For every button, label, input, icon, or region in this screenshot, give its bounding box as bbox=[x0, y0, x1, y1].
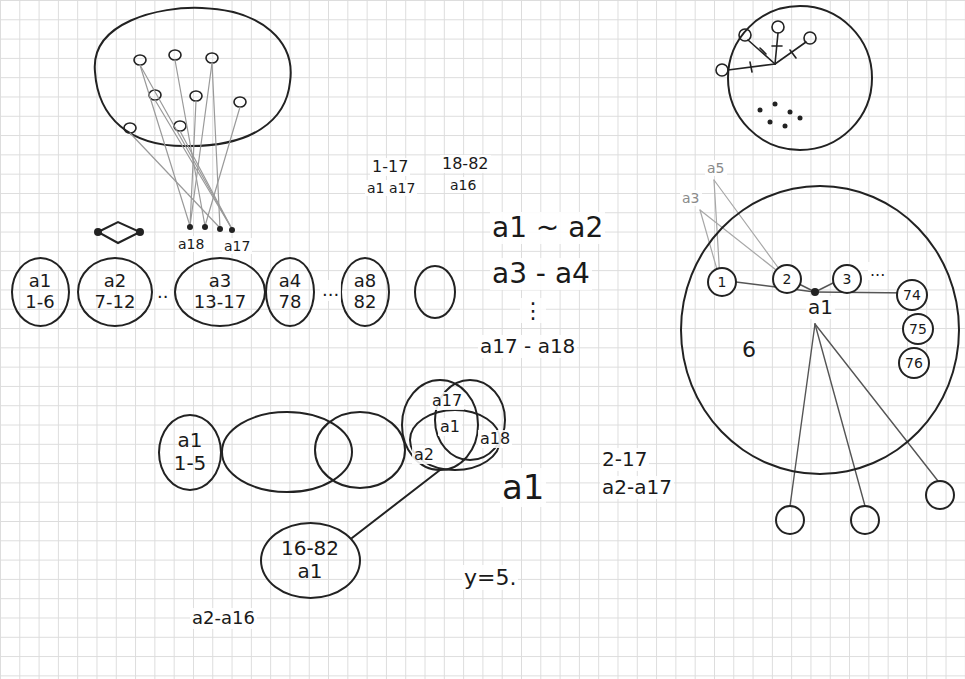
node-text: 82 bbox=[354, 292, 377, 313]
chain-ellipse bbox=[415, 266, 455, 318]
vertex-label: a18 bbox=[478, 430, 512, 448]
node-text: 2 bbox=[783, 271, 792, 287]
vertex-label: a17 bbox=[222, 238, 252, 254]
node-text: 6 bbox=[742, 337, 756, 362]
vertex-dot bbox=[812, 289, 818, 295]
part-ellipse: a313-17 bbox=[174, 257, 266, 327]
faint-label: a3 bbox=[680, 190, 702, 206]
vertex-label: a17 bbox=[430, 392, 464, 410]
joining-stroke bbox=[352, 470, 440, 538]
part-ellipse: a27-12 bbox=[77, 257, 153, 327]
vertex-note: a16 bbox=[448, 177, 478, 193]
vertex-dots bbox=[758, 102, 803, 129]
part-ellipse: a11-6 bbox=[11, 257, 70, 327]
node-text: 1 bbox=[718, 274, 727, 290]
outer-vertex bbox=[926, 481, 954, 509]
vertex-label: a1 bbox=[500, 468, 546, 507]
ellipsis-mark: ... bbox=[320, 280, 341, 301]
star-figure bbox=[716, 21, 816, 76]
numbered-vertex: 74 bbox=[896, 279, 928, 311]
ellipsis-mark: ... bbox=[868, 262, 887, 280]
vertex-note: a1 a17 bbox=[365, 180, 417, 196]
spoke-lines bbox=[720, 277, 938, 506]
node-text: 3 bbox=[843, 271, 852, 287]
outer-vertex bbox=[851, 506, 879, 534]
node-text: 7-12 bbox=[95, 292, 136, 313]
node-text: 1-6 bbox=[25, 292, 54, 313]
vertex-label: a2 bbox=[412, 446, 436, 464]
faint-label: a5 bbox=[705, 160, 727, 176]
numbered-vertex: 2 bbox=[772, 264, 802, 294]
node-text: a2 bbox=[104, 271, 126, 292]
range-note: a2-a17 bbox=[600, 476, 674, 499]
node-text: 76 bbox=[905, 355, 923, 371]
vertex-dot bbox=[95, 229, 101, 235]
range-note: a2-a16 bbox=[190, 608, 257, 629]
pair-note: a3 - a4 bbox=[490, 258, 592, 290]
vertex-dot bbox=[137, 229, 143, 235]
node-text: 16-82 bbox=[281, 537, 339, 560]
node-text: a8 bbox=[354, 271, 376, 292]
ellipsis-mark: ⋮ bbox=[520, 298, 546, 323]
edge-bundle bbox=[130, 60, 240, 229]
set-ellipse bbox=[315, 412, 405, 488]
set-ellipse: 16-82a1 bbox=[260, 522, 361, 599]
range-note: 1-17 bbox=[370, 158, 410, 176]
node-text: a1 bbox=[29, 271, 51, 292]
node-text: 75 bbox=[909, 321, 927, 337]
vertex-label: a1 bbox=[438, 418, 462, 436]
faint-lines bbox=[700, 180, 785, 280]
ellipsis-mark: .. bbox=[155, 282, 170, 303]
part-ellipse: a478 bbox=[265, 257, 315, 327]
equation-note: y=5. bbox=[462, 565, 518, 590]
vertex-set-blob bbox=[728, 6, 872, 150]
vertex-set-circle: 6 1 2 3 74 75 76 bbox=[680, 185, 960, 475]
small-diamond bbox=[98, 222, 140, 243]
node-text: a1 bbox=[178, 429, 203, 452]
set-ellipse: a11-5 bbox=[158, 414, 222, 491]
node-text: a4 bbox=[279, 271, 301, 292]
set-ellipse bbox=[402, 380, 478, 470]
outer-vertex bbox=[776, 506, 804, 534]
node-text: 78 bbox=[279, 292, 302, 313]
range-note: 18-82 bbox=[440, 155, 491, 173]
numbered-vertex: 3 bbox=[832, 264, 862, 294]
vertex-set-blob bbox=[95, 8, 291, 146]
node-text: a3 bbox=[209, 271, 231, 292]
node-text: 1-5 bbox=[174, 452, 207, 475]
range-note: 2-17 bbox=[600, 448, 649, 471]
vertex-label: a1 bbox=[806, 296, 835, 319]
pair-note: a17 - a18 bbox=[478, 335, 577, 358]
pair-note: a1 ~ a2 bbox=[490, 212, 605, 244]
numbered-vertex: 76 bbox=[898, 347, 930, 379]
node-text: a1 bbox=[298, 560, 323, 583]
numbered-vertex: 1 bbox=[707, 267, 737, 297]
node-text: 74 bbox=[903, 287, 921, 303]
node-text: 13-17 bbox=[194, 292, 246, 313]
vertex-circles bbox=[124, 50, 246, 133]
vertex-label: a18 bbox=[176, 236, 206, 252]
vertex-dots bbox=[187, 224, 235, 233]
numbered-vertex: 75 bbox=[902, 313, 934, 345]
part-ellipse: a882 bbox=[340, 257, 390, 327]
